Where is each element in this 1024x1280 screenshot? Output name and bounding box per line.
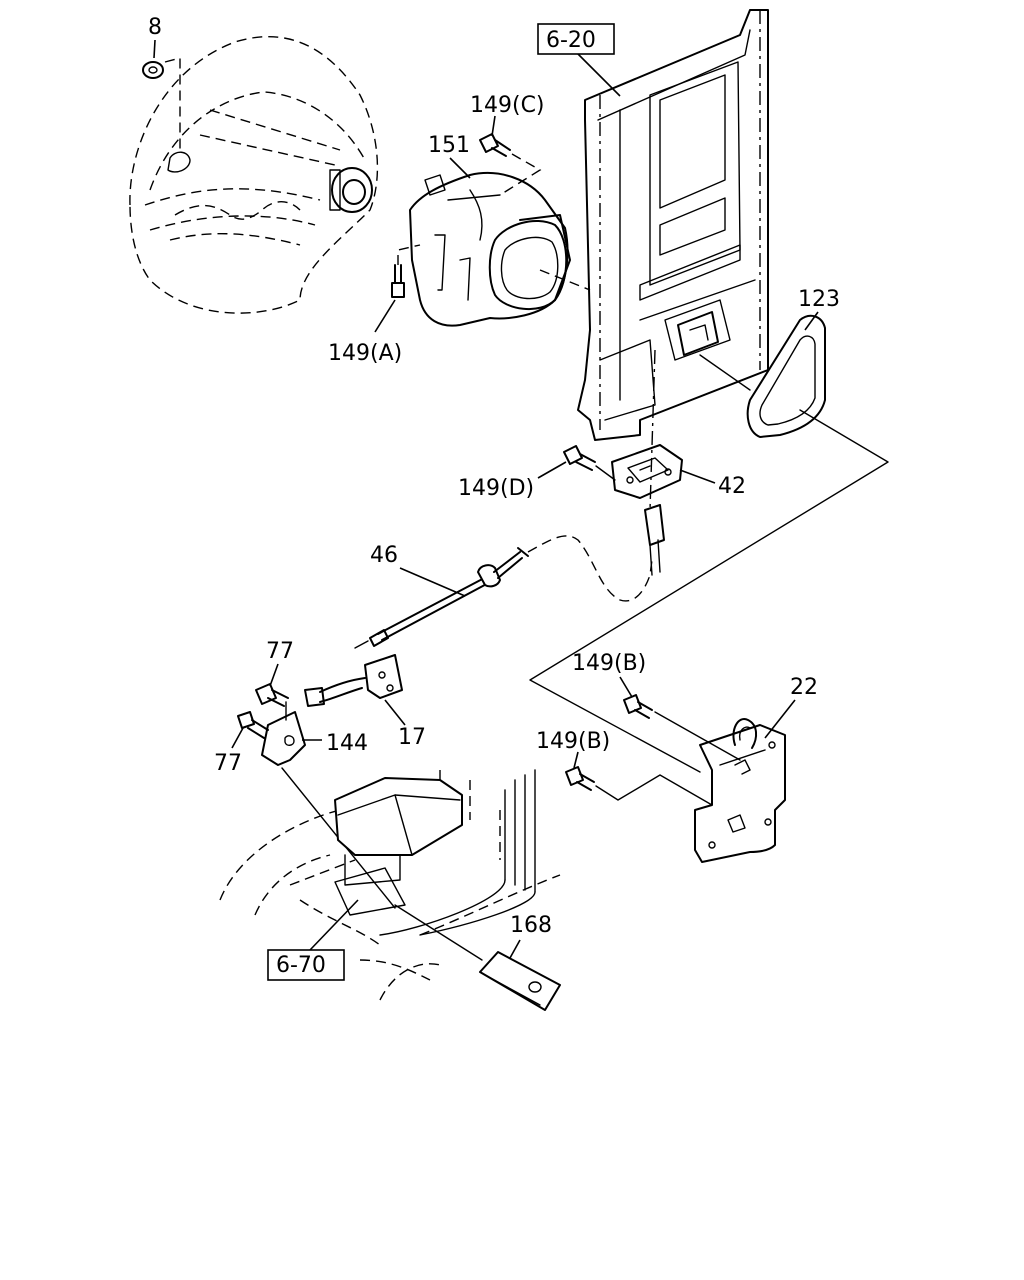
bolt-149c <box>479 133 511 157</box>
label-149d: 149(D) <box>458 476 534 501</box>
grommet-8 <box>142 61 164 79</box>
release-lever-17 <box>304 654 403 707</box>
release-cable-46 <box>354 504 665 649</box>
cab-panel <box>577 9 769 441</box>
label-46: 46 <box>370 543 398 568</box>
label-149b-lower: 149(B) <box>536 729 610 754</box>
label-42: 42 <box>718 474 746 499</box>
bracket-42 <box>611 444 683 499</box>
label-8: 8 <box>148 15 162 40</box>
bolt-77-lower <box>237 711 269 739</box>
label-144: 144 <box>326 731 368 756</box>
bolt-149b-lower <box>565 766 595 791</box>
bolt-149a <box>391 264 405 298</box>
label-22: 22 <box>790 675 818 700</box>
ref-box-6-20 <box>537 23 615 55</box>
ref-box-6-70 <box>267 949 345 981</box>
air-duct-151 <box>409 171 571 327</box>
label-149c: 149(C) <box>470 93 545 118</box>
cover-fitting <box>329 167 373 213</box>
label-149b-upper: 149(B) <box>572 651 646 676</box>
bolt-77-upper <box>255 683 289 707</box>
gasket-123 <box>746 314 826 438</box>
label-77-upper: 77 <box>266 639 294 664</box>
label-168: 168 <box>510 913 552 938</box>
pad-168 <box>479 951 561 1011</box>
label-77-lower: 77 <box>214 751 242 776</box>
latch-plate-22 <box>694 718 786 863</box>
bracket-144 <box>261 701 306 766</box>
label-6-20: 6-20 <box>546 28 596 53</box>
engine-cover <box>129 35 379 314</box>
bolt-149b-upper <box>623 694 653 719</box>
seat-cushion <box>334 777 463 916</box>
bolt-149d <box>563 445 596 471</box>
label-123: 123 <box>798 287 840 312</box>
cab-floor <box>219 770 561 1001</box>
label-149a: 149(A) <box>328 341 402 366</box>
label-151: 151 <box>428 133 470 158</box>
label-6-70: 6-70 <box>276 953 326 978</box>
label-17: 17 <box>398 725 426 750</box>
